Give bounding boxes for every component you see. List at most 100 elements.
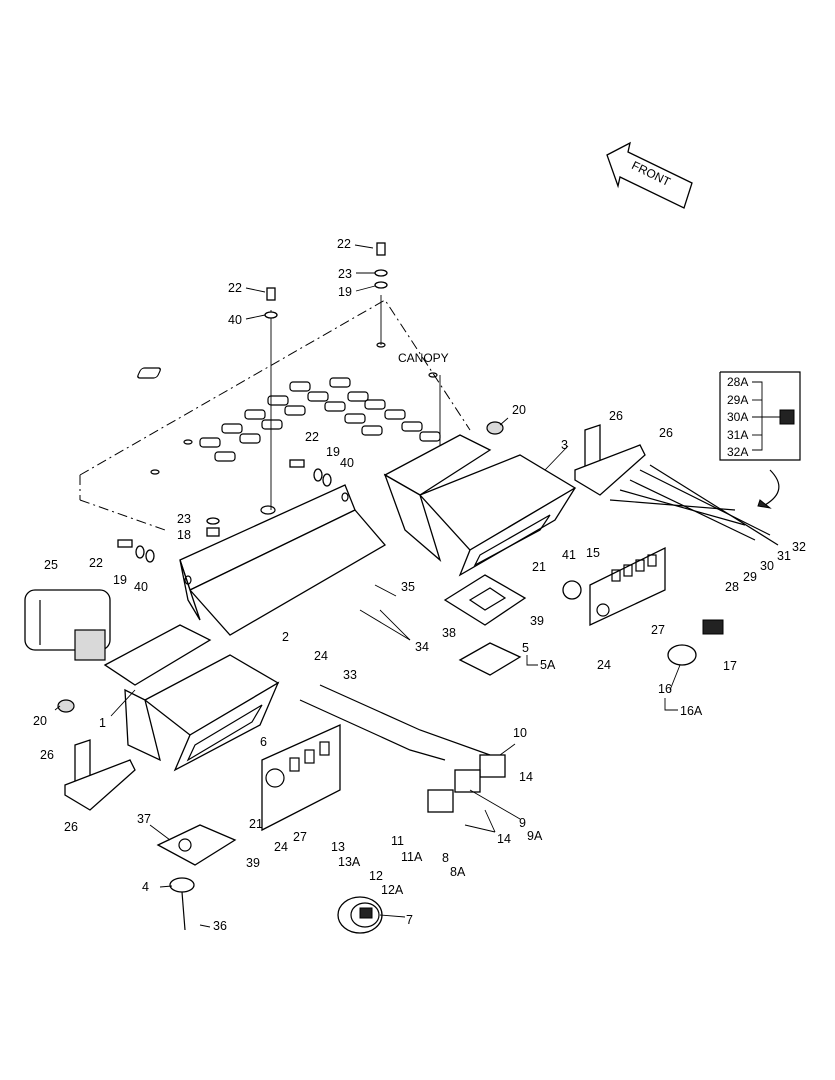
callout-37: 37 xyxy=(137,812,151,826)
callout-27: 27 xyxy=(651,623,665,637)
callout-23: 23 xyxy=(177,512,191,526)
callout-40: 40 xyxy=(134,580,148,594)
callout-13A: 13A xyxy=(338,855,361,869)
callout-6: 6 xyxy=(260,735,267,749)
callout-22: 22 xyxy=(228,281,242,295)
fasteners xyxy=(117,242,388,563)
callout-8A: 8A xyxy=(450,865,466,879)
canopy-outline: CANOPY xyxy=(79,299,471,531)
callout-25: 25 xyxy=(44,558,58,572)
callout-3: 3 xyxy=(561,438,568,452)
callout-1: 1 xyxy=(99,716,106,730)
rocker-switch-17 xyxy=(702,619,724,635)
lamp-38 xyxy=(443,574,527,626)
canopy-label: CANOPY xyxy=(398,351,449,365)
fuse-label-28A: 28A xyxy=(727,375,748,389)
callout-13: 13 xyxy=(331,840,345,854)
callout-31: 31 xyxy=(777,549,791,563)
plate-37 xyxy=(156,824,237,866)
callout-28: 28 xyxy=(725,580,739,594)
callout-19: 19 xyxy=(113,573,127,587)
callout-26: 26 xyxy=(609,409,623,423)
callout-22: 22 xyxy=(337,237,351,251)
callout-labels: 1 2 3 4 5 5A 6 7 8 8A 9 9A 10 11 11A 12 … xyxy=(33,237,806,933)
callout-32: 32 xyxy=(792,540,806,554)
relay-8 xyxy=(427,789,454,813)
leader-lines xyxy=(54,244,681,928)
fuse-label-29A: 29A xyxy=(727,393,748,407)
callout-26: 26 xyxy=(40,748,54,762)
canopy-slots xyxy=(137,367,441,462)
callout-22: 22 xyxy=(89,556,103,570)
callout-29: 29 xyxy=(743,570,757,584)
callout-20: 20 xyxy=(33,714,47,728)
bracket-26 xyxy=(64,424,646,811)
wire-harnesses xyxy=(299,409,795,813)
callout-19: 19 xyxy=(326,445,340,459)
callout-12A: 12A xyxy=(381,883,404,897)
relay-9 xyxy=(454,769,481,793)
panel-box-1 xyxy=(103,624,280,772)
callout-21: 21 xyxy=(532,560,546,574)
callout-36: 36 xyxy=(213,919,227,933)
callout-4: 4 xyxy=(142,880,149,894)
grommet-20 xyxy=(57,699,75,713)
callout-8: 8 xyxy=(442,851,449,865)
callout-27: 27 xyxy=(293,830,307,844)
callout-16A: 16A xyxy=(680,704,703,718)
callout-14: 14 xyxy=(497,832,511,846)
fuse-label-31A: 31A xyxy=(727,428,748,442)
callout-14: 14 xyxy=(519,770,533,784)
front-arrow: FRONT xyxy=(606,141,693,209)
callout-20: 20 xyxy=(512,403,526,417)
callout-38: 38 xyxy=(442,626,456,640)
callout-35: 35 xyxy=(401,580,415,594)
fuse-label-32A: 32A xyxy=(727,445,748,459)
fuse-icon xyxy=(779,409,795,425)
fuse-callout-box: 28A 29A 30A 31A 32A xyxy=(719,371,801,509)
callout-22: 22 xyxy=(305,430,319,444)
callout-5A: 5A xyxy=(540,658,556,672)
callout-33: 33 xyxy=(343,668,357,682)
callout-24: 24 xyxy=(274,840,288,854)
grommet-20 xyxy=(486,421,504,435)
lamp-5 xyxy=(458,642,522,676)
callout-9A: 9A xyxy=(527,829,543,843)
callout-19: 19 xyxy=(338,285,352,299)
switch-panel-6 xyxy=(261,723,341,832)
callout-12: 12 xyxy=(369,869,383,883)
callout-39: 39 xyxy=(530,614,544,628)
callout-40: 40 xyxy=(228,313,242,327)
callout-24: 24 xyxy=(597,658,611,672)
callout-34: 34 xyxy=(415,640,429,654)
callout-9: 9 xyxy=(519,816,526,830)
panel-box-3 xyxy=(383,434,577,577)
motor-25 xyxy=(24,589,111,661)
relay-10 xyxy=(479,754,506,778)
callout-7: 7 xyxy=(406,913,413,927)
callout-11: 11 xyxy=(391,834,404,848)
callout-24: 24 xyxy=(314,649,328,663)
gauge-7 xyxy=(337,896,383,934)
sensor-4 xyxy=(169,877,195,931)
grommet-41 xyxy=(562,580,582,600)
callout-2: 2 xyxy=(282,630,289,644)
callout-39: 39 xyxy=(246,856,260,870)
bracket-2 xyxy=(179,484,387,636)
callout-16: 16 xyxy=(658,682,672,696)
callout-15: 15 xyxy=(586,546,600,560)
switch-panel-15 xyxy=(589,546,666,627)
callout-41: 41 xyxy=(562,548,576,562)
callout-11A: 11A xyxy=(401,850,423,864)
callout-17: 17 xyxy=(723,659,737,673)
fuse-label-30A: 30A xyxy=(727,410,748,424)
callout-26: 26 xyxy=(659,426,673,440)
callout-18: 18 xyxy=(177,528,191,542)
callout-10: 10 xyxy=(513,726,527,740)
callout-23: 23 xyxy=(338,267,352,281)
callout-30: 30 xyxy=(760,559,774,573)
callout-21: 21 xyxy=(249,817,263,831)
callout-40: 40 xyxy=(340,456,354,470)
